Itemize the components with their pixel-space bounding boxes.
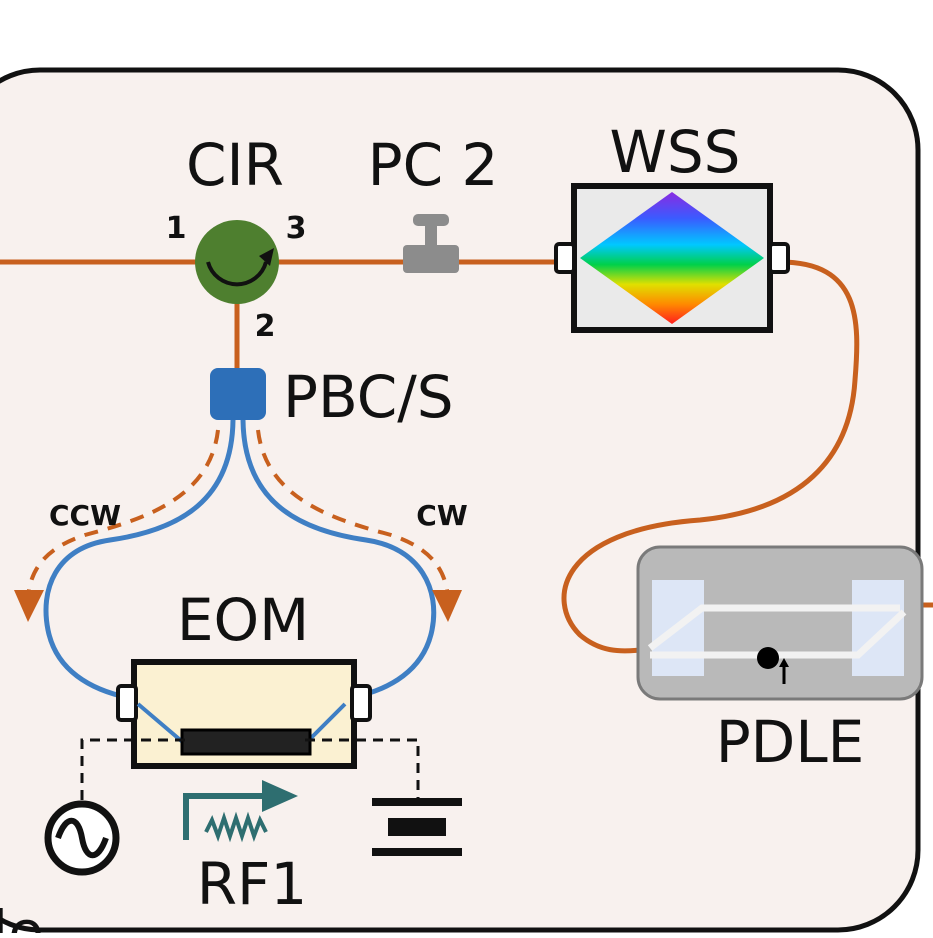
pdle-label: PDLE: [716, 708, 865, 776]
cw-label: CW: [416, 499, 468, 532]
ccw-arrow: [26, 429, 220, 599]
ccw-label: CCW: [49, 499, 121, 532]
ccw-arrowhead: [14, 590, 44, 622]
wss-pdle-fiber: [561, 259, 860, 654]
loop-fiber-right: [240, 419, 437, 701]
port-3-label: 3: [286, 211, 307, 246]
rf-label: RF1: [197, 850, 308, 918]
cw-arrowhead: [432, 590, 462, 622]
wss-box: [554, 183, 790, 333]
polarization-controller-icon: [403, 214, 459, 273]
cw-arrow: [256, 429, 450, 599]
wss-label: WSS: [610, 118, 741, 186]
pbcs-block: [210, 368, 266, 420]
battery-icon: [372, 798, 462, 856]
pdle-box: [636, 545, 924, 701]
loop-fiber-left: [43, 419, 236, 701]
pc-label: PC 2: [368, 131, 499, 199]
sine-wave-icon: [44, 800, 120, 876]
circulator-label: CIR: [186, 131, 284, 199]
cut-off-label: le: [0, 898, 44, 933]
dc-wire: [305, 738, 420, 798]
ac-wire: [80, 738, 185, 808]
port-1-label: 1: [166, 211, 187, 246]
eom-label: EOM: [177, 586, 309, 654]
port-2-label: 2: [255, 309, 276, 344]
pbcs-label: PBC/S: [283, 363, 454, 431]
eom-box: [116, 659, 372, 769]
circulator-icon: [195, 220, 279, 304]
rf-signal-icon: [183, 780, 298, 843]
